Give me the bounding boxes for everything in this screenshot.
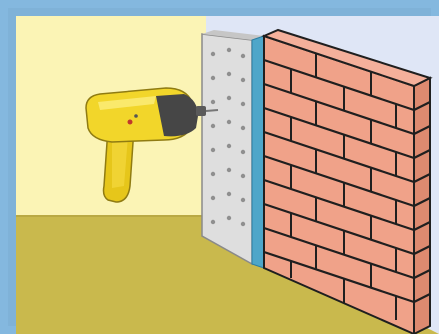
scene-svg <box>16 16 439 334</box>
insulation-board <box>202 34 252 264</box>
illustration-scene <box>16 16 439 334</box>
insulation-board-edge <box>252 36 264 268</box>
